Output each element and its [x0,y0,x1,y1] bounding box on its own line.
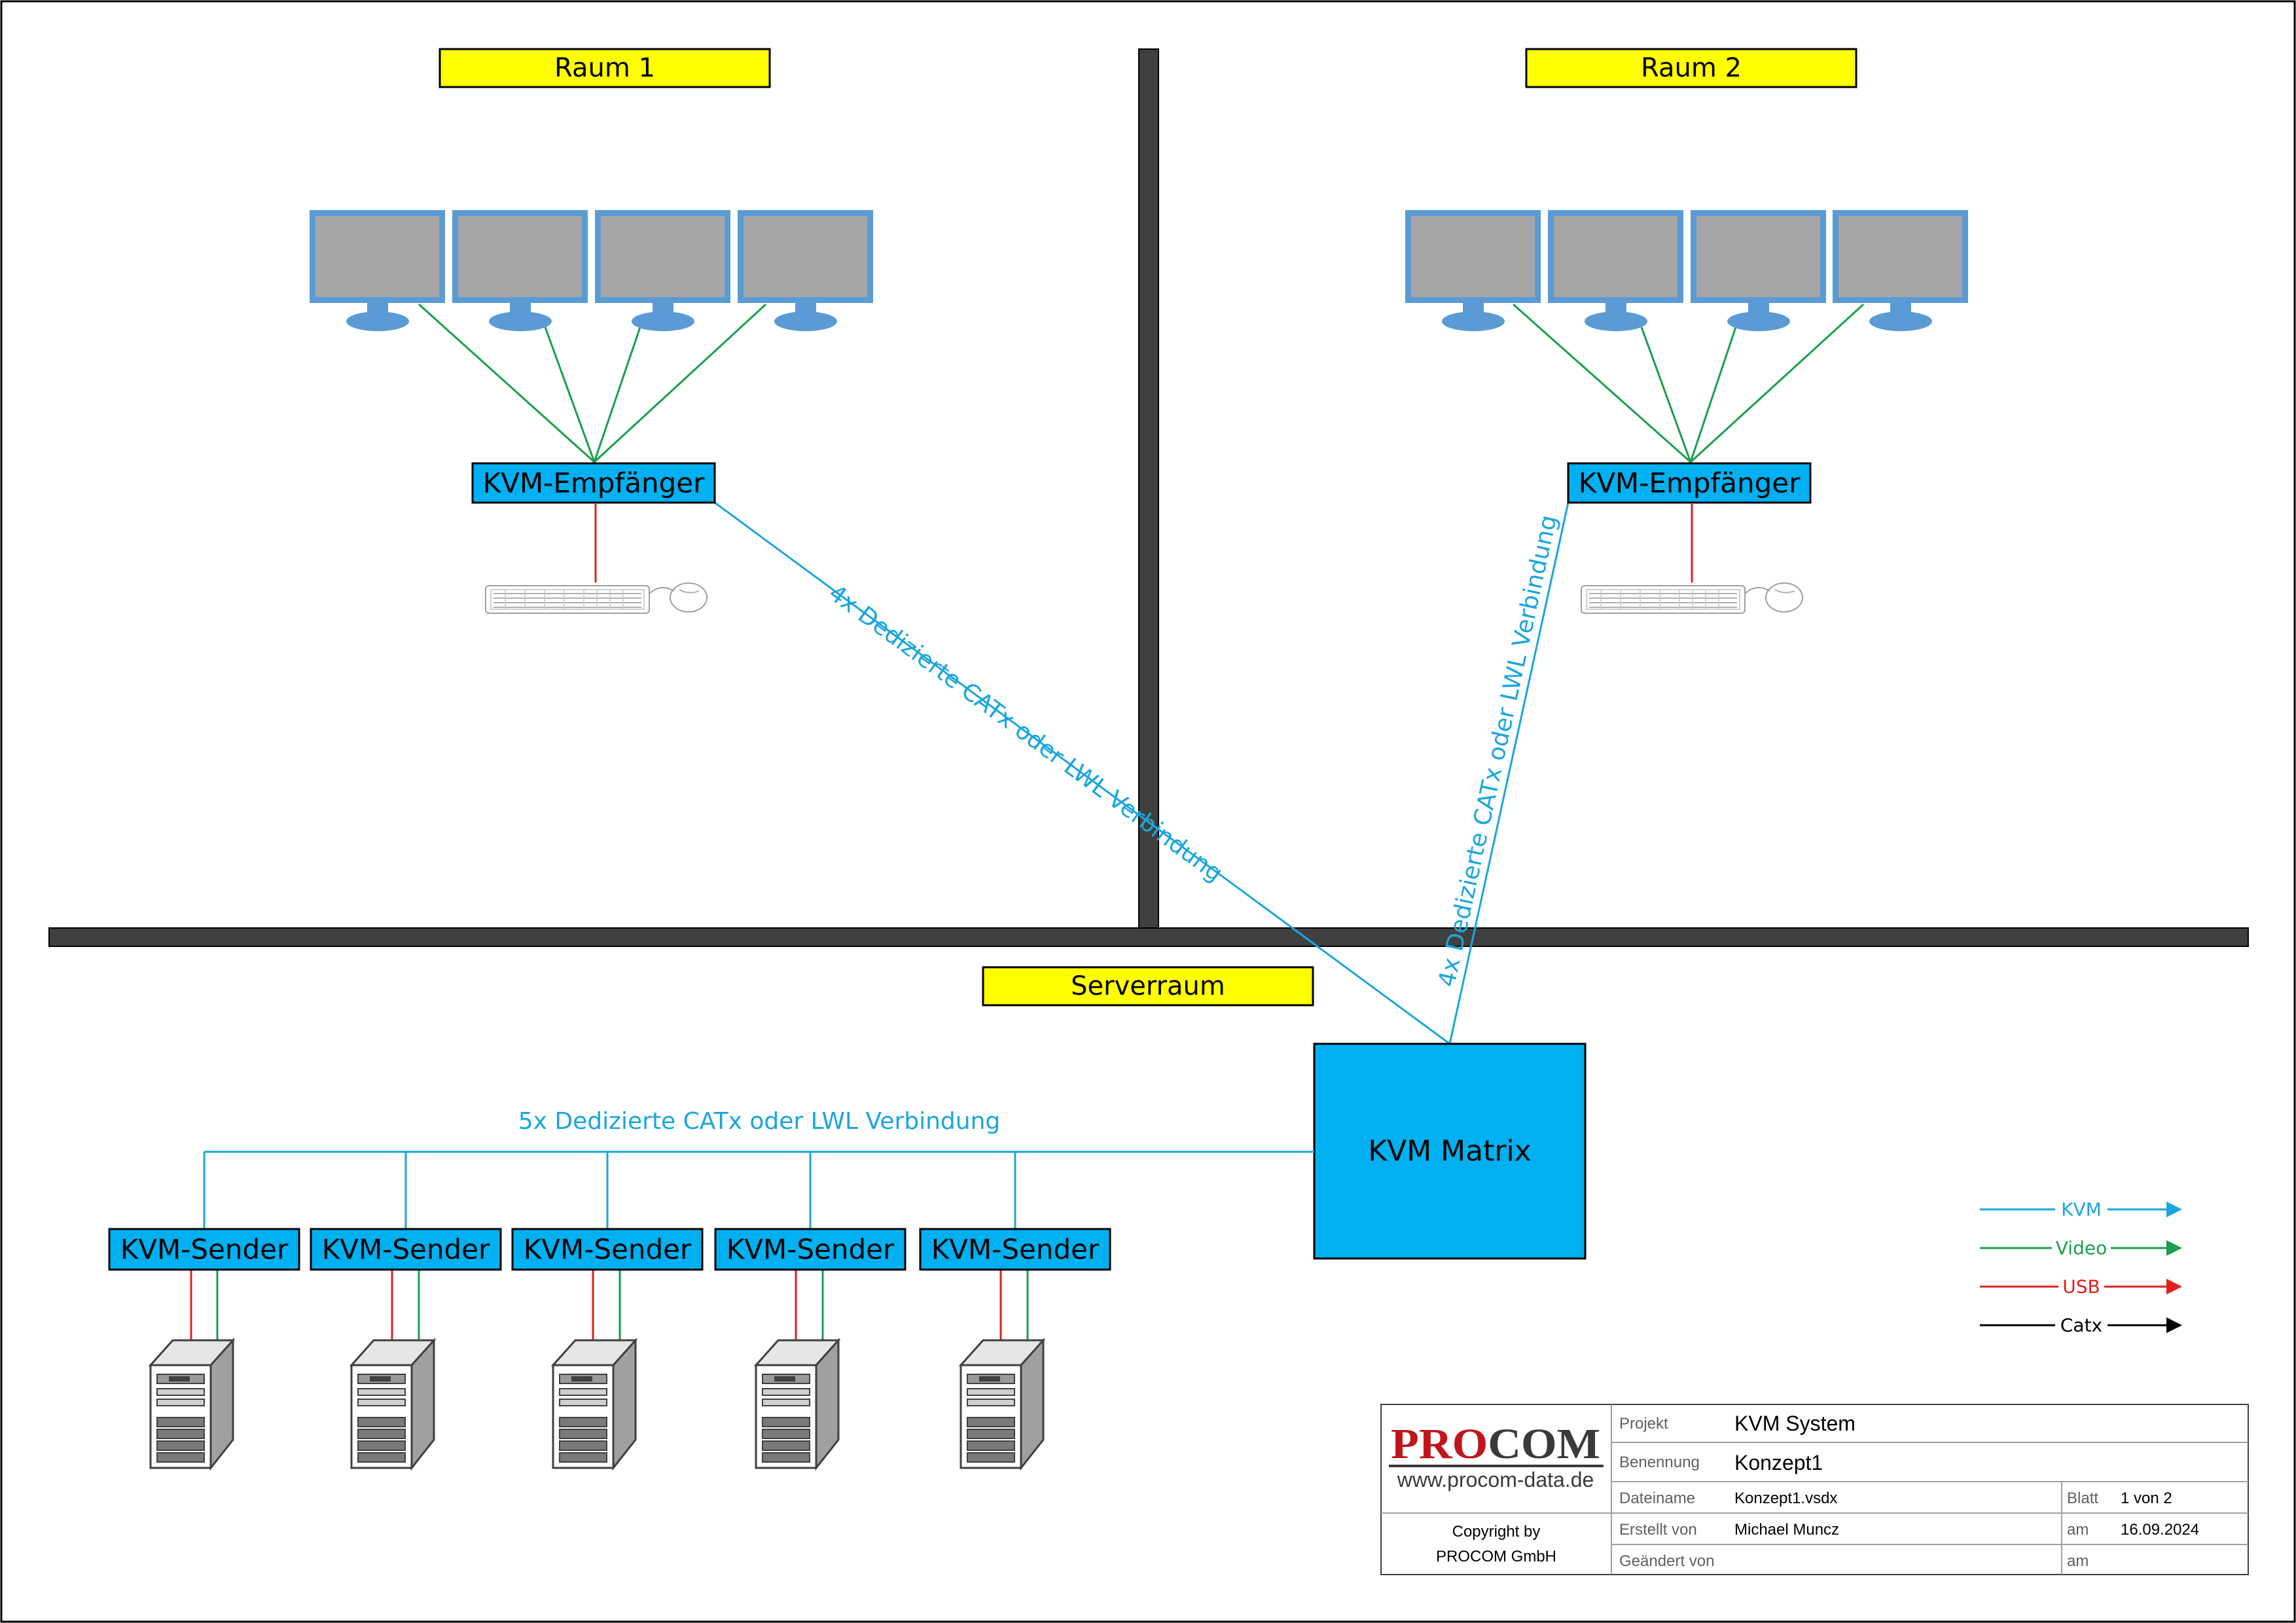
created-date-value: 16.09.2024 [2121,1521,2199,1539]
sheet-value: 1 von 2 [2121,1489,2172,1507]
monitor-icon [738,210,873,331]
project-label: Projekt [1619,1415,1668,1433]
connection-label-receiver-2: 4x Dedizierte CATx oder LWL Verbindung [1433,512,1562,989]
kvm-receiver-2: KVM-Empfänger [1567,462,1812,504]
connection-label-senders: 5x Dedizierte CATx oder LWL Verbindung [518,1108,1001,1135]
monitors-room-2 [1405,210,1968,331]
legend: KVM Video USB Catx [1980,1199,2182,1336]
legend-item-video: Video [1980,1238,2182,1259]
website-text: www.procom-data.de [1397,1468,1594,1491]
connection-label-receiver-1: 4x Dedizierte CATx oder LWL Verbindung [823,580,1227,887]
kvm-sender-2: KVM-Sender [310,1228,502,1271]
created-label: Erstellt von [1619,1521,1697,1539]
room-label-2-text: Raum 2 [1641,53,1742,83]
server-icon [960,1339,1045,1469]
legend-label-catx: Catx [2060,1315,2102,1336]
kvm-matrix: KVM Matrix [1313,1043,1587,1260]
room-label-2: Raum 2 [1525,48,1857,88]
sender-server-lines [190,1270,1029,1340]
server-icon [755,1339,840,1469]
monitor-icon [452,210,588,331]
keyboard-mouse-icon [1581,582,1803,614]
legend-item-catx: Catx [1980,1315,2182,1336]
kvm-line-receiver-2 [1448,502,1570,1044]
legend-item-usb: USB [1980,1276,2182,1298]
kvm-sender-5-label: KVM-Sender [931,1234,1100,1266]
server-icon [149,1339,234,1469]
wall-horizontal [48,927,2249,947]
server-icon [350,1339,435,1469]
room-label-server-text: Serverraum [1071,971,1225,1001]
kvm-receiver-2-label: KVM-Empfänger [1579,467,1801,499]
video-lines-room-1 [418,303,767,463]
changed-date-label: am [2067,1552,2089,1570]
kvm-sender-4: KVM-Sender [714,1228,906,1271]
kvm-sender-5: KVM-Sender [919,1228,1111,1271]
keyboard-mouse-icon [485,582,708,614]
wall-vertical [1138,48,1159,930]
copyright-line-2: PROCOM GmbH [1436,1548,1556,1565]
kvm-receiver-1-label: KVM-Empfänger [483,467,705,499]
legend-label-video: Video [2056,1238,2107,1259]
monitor-icon [310,210,445,331]
kvm-receiver-1: KVM-Empfänger [471,462,716,504]
kvm-sender-2-label: KVM-Sender [322,1234,490,1266]
kvm-sender-3-label: KVM-Sender [524,1234,692,1266]
kvm-sender-4-label: KVM-Sender [726,1234,895,1266]
monitors-room-1 [310,210,873,331]
kvm-bus-senders [203,1150,1314,1229]
legend-label-kvm: KVM [2061,1199,2102,1221]
legend-item-kvm: KVM [1980,1199,2182,1221]
room-label-server: Serverraum [982,966,1314,1007]
file-label: Dateiname [1619,1489,1695,1507]
name-label: Benennung [1619,1454,1700,1471]
copyright-line-1: Copyright by [1452,1523,1541,1541]
monitor-icon [1691,210,1826,331]
kvm-line-receiver-1 [714,501,1450,1045]
video-lines-room-2 [1513,303,1865,463]
kvm-sender-1: KVM-Sender [108,1228,300,1271]
room-label-1: Raum 1 [439,48,771,88]
changed-label: Geändert von [1619,1552,1714,1570]
file-value: Konzept1.vsdx [1734,1489,1837,1507]
kvm-matrix-label: KVM Matrix [1368,1135,1531,1168]
monitor-icon [1548,210,1683,331]
name-value: Konzept1 [1734,1451,1823,1474]
sheet-label: Blatt [2067,1489,2098,1507]
monitor-icon [595,210,730,331]
created-date-label: am [2067,1521,2089,1539]
legend-label-usb: USB [2062,1276,2100,1298]
kvm-sender-3: KVM-Sender [511,1228,704,1271]
server-icon [552,1339,637,1469]
kvm-sender-1-label: KVM-Sender [120,1234,289,1266]
project-value: KVM System [1734,1412,1856,1435]
created-value: Michael Muncz [1734,1521,1839,1539]
monitor-icon [1405,210,1541,331]
room-label-1-text: Raum 1 [554,53,655,83]
